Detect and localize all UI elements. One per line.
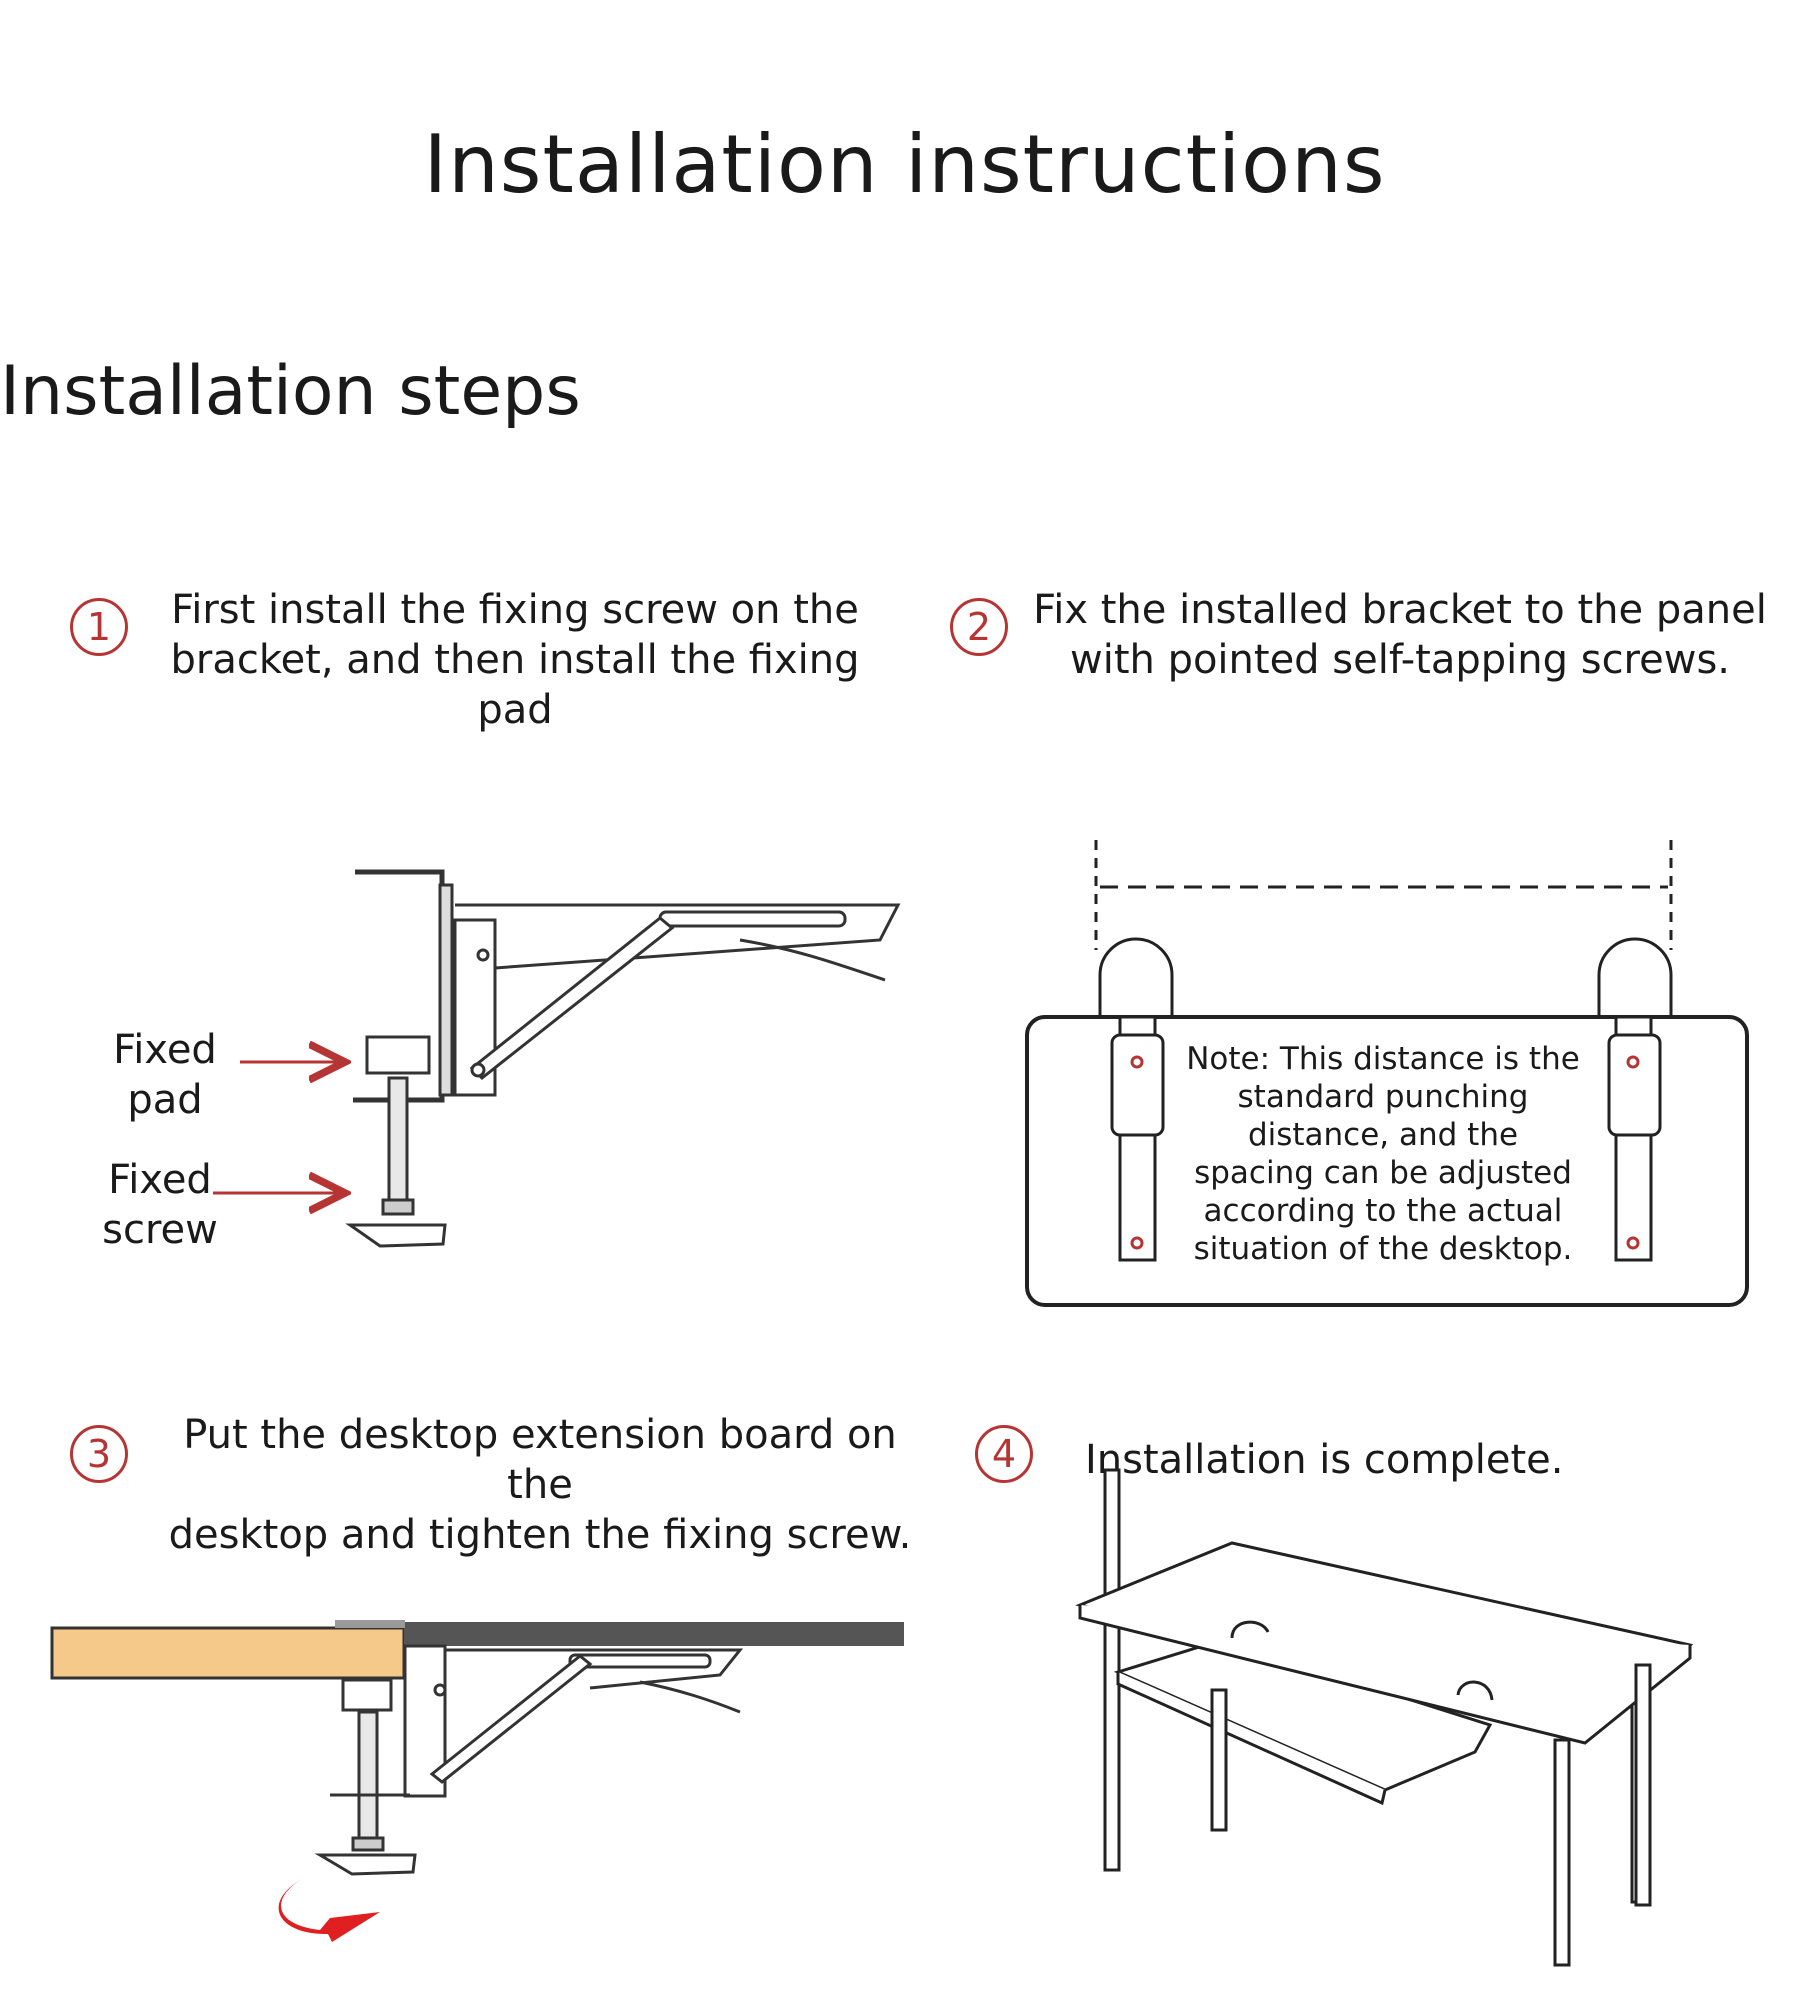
note-line-1: Note: This distance is the bbox=[1186, 1041, 1580, 1077]
step-1-text: First install the fixing screw on the br… bbox=[130, 585, 900, 735]
fixed-pad-label-line1: Fixed bbox=[113, 1027, 217, 1073]
page-title: Installation instructions bbox=[423, 118, 1386, 211]
step-number-2: 2 bbox=[950, 598, 1008, 656]
note-line-3: distance, and the bbox=[1247, 1117, 1519, 1153]
note-text: Note: This distance is the standard punc… bbox=[1163, 1040, 1603, 1268]
step-3-installed-illustration bbox=[50, 1620, 904, 1876]
step-3-line1: Put the desktop extension board on the bbox=[183, 1412, 897, 1508]
section-heading: Installation steps bbox=[0, 352, 581, 431]
step-1-line2: bracket, and then install the fixing pad bbox=[170, 637, 860, 733]
desktop-board-shape bbox=[50, 1626, 406, 1680]
step-1-bracket-illustration bbox=[345, 869, 901, 1248]
step-2-line1: Fix the installed bracket to the panel bbox=[1033, 587, 1767, 633]
step-number-1: 1 bbox=[70, 598, 128, 656]
step-3-text: Put the desktop extension board on the d… bbox=[150, 1410, 930, 1560]
step-4-text: Installation is complete. bbox=[1085, 1437, 1564, 1483]
fixed-screw-label-line1: Fixed bbox=[108, 1157, 212, 1203]
note-line-6: situation of the desktop. bbox=[1193, 1231, 1573, 1267]
note-line-2: standard punching bbox=[1237, 1079, 1529, 1115]
step-2-panel-illustration bbox=[1025, 840, 1749, 1307]
step-4-table-illustration bbox=[1075, 1468, 1694, 1967]
step-1-line1: First install the fixing screw on the bbox=[171, 587, 859, 633]
note-line-4: spacing can be adjusted bbox=[1194, 1155, 1572, 1191]
extension-board-shape bbox=[404, 1622, 904, 1646]
fixed-pad-label: Fixed pad bbox=[95, 1025, 235, 1125]
rotate-arrow-icon bbox=[278, 1880, 380, 1942]
step-2-text: Fix the installed bracket to the panel w… bbox=[1030, 585, 1770, 685]
fixed-screw-label-line2: screw bbox=[102, 1207, 218, 1253]
fixed-screw-label: Fixed screw bbox=[95, 1155, 225, 1255]
step-3-line2: desktop and tighten the fixing screw. bbox=[168, 1512, 912, 1558]
step-2-line2: with pointed self-tapping screws. bbox=[1069, 637, 1731, 683]
fixed-pad-label-line2: pad bbox=[127, 1077, 203, 1123]
fixed-pad-shape bbox=[365, 1035, 431, 1075]
step-number-3: 3 bbox=[70, 1425, 128, 1483]
fixed-screw-shape bbox=[387, 1076, 409, 1215]
note-line-5: according to the actual bbox=[1203, 1193, 1563, 1229]
step-number-4: 4 bbox=[975, 1425, 1033, 1483]
